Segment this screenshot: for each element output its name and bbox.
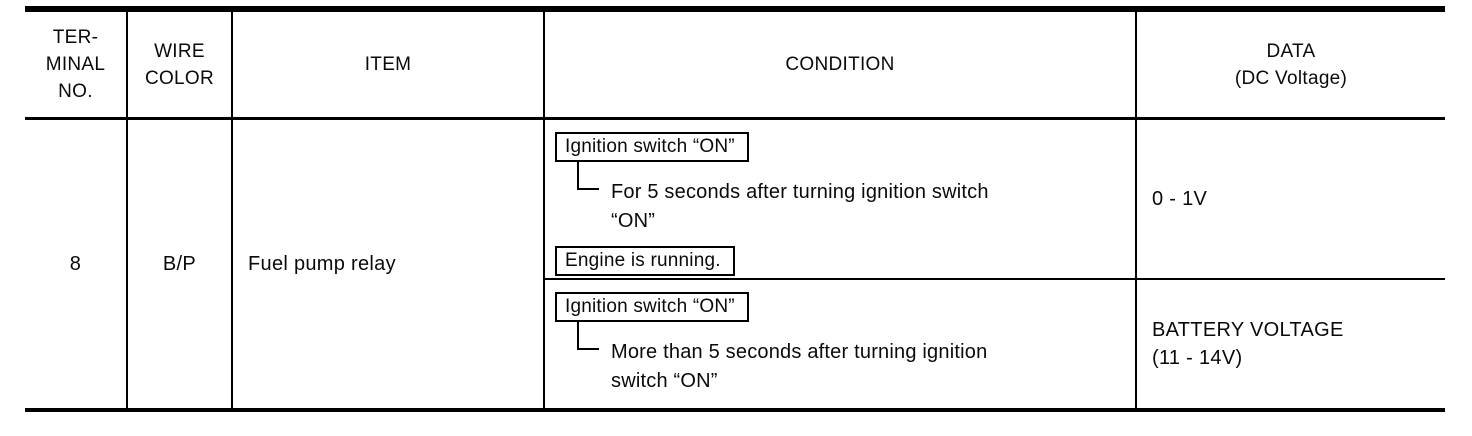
condition-box-engine-running: Engine is running.: [555, 246, 735, 276]
condition-branch-text-1: For 5 seconds after turning ignition swi…: [611, 181, 989, 232]
condition-branch-text-2: More than 5 seconds after turning igniti…: [611, 341, 988, 392]
header-wire-color: WIRE COLOR: [128, 12, 233, 120]
condition-box-ignition-on-1: Ignition switch “ON”: [555, 132, 749, 162]
condition-box-ignition-on-2: Ignition switch “ON”: [555, 292, 749, 322]
cell-terminal-no: 8: [25, 120, 128, 408]
cell-data-2: BATTERY VOLTAGE (11 - 14V): [1137, 280, 1445, 408]
cell-condition-2: Ignition switch “ON” More than 5 seconds…: [545, 280, 1137, 408]
cell-item: Fuel pump relay: [233, 120, 545, 408]
header-condition: CONDITION: [545, 12, 1137, 120]
tree-connector-icon: [577, 322, 599, 350]
tree-connector-icon: [577, 162, 599, 190]
condition-branch-1: For 5 seconds after turning ignition swi…: [545, 162, 1135, 236]
cell-wire-color: B/P: [128, 120, 233, 408]
cell-data-1: 0 - 1V: [1137, 120, 1445, 280]
terminal-voltage-table: TER- MINAL NO. WIRE COLOR ITEM CONDITION…: [25, 6, 1445, 412]
condition-branch-2: More than 5 seconds after turning igniti…: [545, 322, 1135, 396]
header-terminal-no: TER- MINAL NO.: [25, 12, 128, 120]
cell-condition-1: Ignition switch “ON” For 5 seconds after…: [545, 120, 1137, 280]
header-data: DATA (DC Voltage): [1137, 12, 1445, 120]
header-item: ITEM: [233, 12, 545, 120]
